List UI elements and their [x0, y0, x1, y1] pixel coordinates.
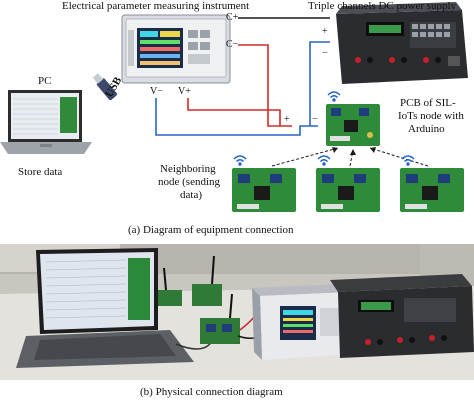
wifi-icon — [327, 91, 341, 102]
wires — [155, 17, 330, 136]
pcb-minus-label: − — [312, 114, 318, 125]
arrowheads — [332, 147, 376, 155]
pcb-icon — [316, 168, 380, 212]
pcb-icon — [232, 168, 296, 212]
wifi-icon — [401, 155, 415, 166]
wire-v-minus — [155, 98, 318, 136]
wire-supply-minus — [309, 41, 330, 126]
pcb-label-line3: Arduino — [408, 123, 445, 135]
neighbor-label-line1: Neighboring — [160, 163, 216, 175]
instrument-photo — [252, 284, 354, 360]
power-supply-photo — [330, 274, 474, 358]
wifi-icon — [233, 155, 247, 166]
wifi-icon — [317, 155, 331, 166]
power-supply-label: Triple channels DC power supply — [308, 0, 457, 12]
laptop-photo — [16, 248, 194, 368]
pcb-label-line1: PCB of SIL- — [400, 97, 456, 109]
signal-arrows — [271, 147, 429, 167]
pcb-label-line2: IoTs node with — [398, 110, 464, 122]
caption-a: (a) Diagram of equipment connection — [128, 224, 294, 236]
instrument-icon — [121, 14, 231, 84]
c-minus-label: C− — [226, 39, 239, 50]
pcb-icon — [400, 168, 464, 212]
caption-b: (b) Physical connection diagram — [140, 386, 283, 398]
supply-minus-label: − — [322, 48, 328, 59]
node-boards-photo — [158, 255, 240, 344]
wire-v-plus — [187, 98, 281, 126]
laptop-icon — [0, 90, 92, 154]
c-plus-label: C+ — [226, 12, 239, 23]
store-data-label: Store data — [18, 166, 63, 178]
usb-icon — [92, 73, 117, 101]
v-minus-label: V− — [150, 86, 163, 97]
pcb-icon — [326, 104, 380, 146]
physical-photo — [0, 244, 474, 380]
v-plus-label: V+ — [178, 86, 191, 97]
power-supply-icon — [336, 2, 468, 84]
pc-label: PC — [38, 75, 52, 87]
supply-plus-label: + — [322, 26, 328, 37]
neighbor-label-line2: node (sending — [158, 176, 221, 188]
neighbor-label-line3: data) — [180, 189, 202, 201]
instrument-label: Electrical parameter measuring instrumen… — [62, 0, 250, 12]
equipment-diagram — [0, 2, 468, 212]
pcb-plus-label: + — [284, 114, 290, 125]
